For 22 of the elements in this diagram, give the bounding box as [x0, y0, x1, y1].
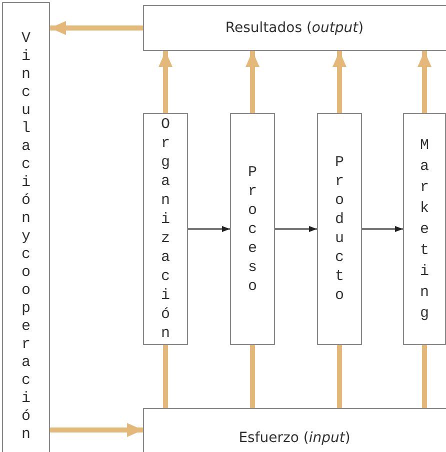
side-box — [2, 2, 50, 452]
arrow — [332, 51, 346, 113]
arrow — [418, 51, 432, 113]
box-label: Esfuerzo (input) — [238, 430, 350, 446]
stage-box — [403, 113, 446, 345]
arrow — [275, 226, 317, 232]
stage-box — [317, 113, 362, 345]
arrow — [188, 226, 230, 232]
arrow — [50, 21, 143, 35]
vertical-label: Marketing — [418, 136, 430, 324]
arrow — [158, 51, 172, 113]
arrow — [246, 51, 260, 113]
output-box — [143, 5, 446, 51]
arrow — [50, 423, 143, 437]
arrow — [362, 226, 403, 232]
stage-box — [143, 113, 188, 345]
vertical-label: Proceso — [246, 162, 258, 296]
vertical-label: Organización — [160, 115, 171, 343]
vertical-label: Vinculación y cooperación — [20, 30, 32, 444]
box-label: Resultados (output) — [225, 20, 364, 36]
stage-box — [230, 113, 275, 345]
vertical-label: Producto — [334, 153, 345, 305]
